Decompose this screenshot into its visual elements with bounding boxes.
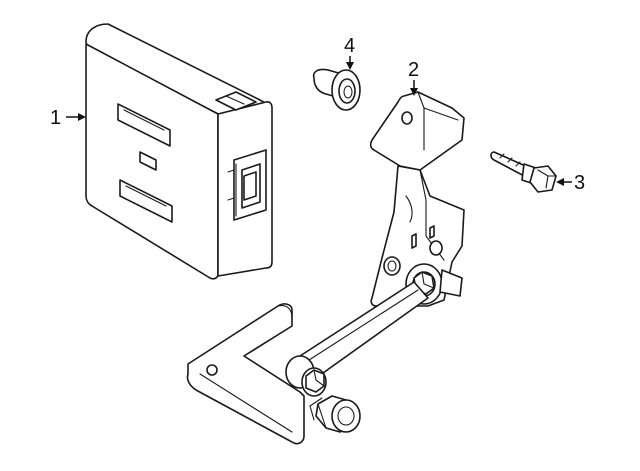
callout-label-3: 3: [574, 172, 585, 194]
callout-label-2: 2: [408, 59, 419, 81]
callout-4: 4: [344, 35, 355, 70]
callout-2: 2: [408, 59, 419, 96]
callout-arrowhead-4: [346, 62, 354, 70]
control-module[interactable]: [85, 23, 273, 280]
callout-arrowhead-1: [78, 113, 86, 121]
callout-3: 3: [556, 172, 585, 194]
callout-label-1: 1: [50, 107, 61, 129]
sensor-link-arm[interactable]: [186, 281, 429, 445]
callout-1: 1: [50, 107, 86, 129]
callout-arrowhead-2: [410, 88, 418, 96]
callout-arrowhead-3: [556, 178, 564, 186]
callout-label-4: 4: [344, 35, 355, 57]
height-sensor-bracket[interactable]: [369, 91, 465, 307]
bolt[interactable]: [490, 151, 557, 193]
grommet[interactable]: [312, 68, 361, 111]
